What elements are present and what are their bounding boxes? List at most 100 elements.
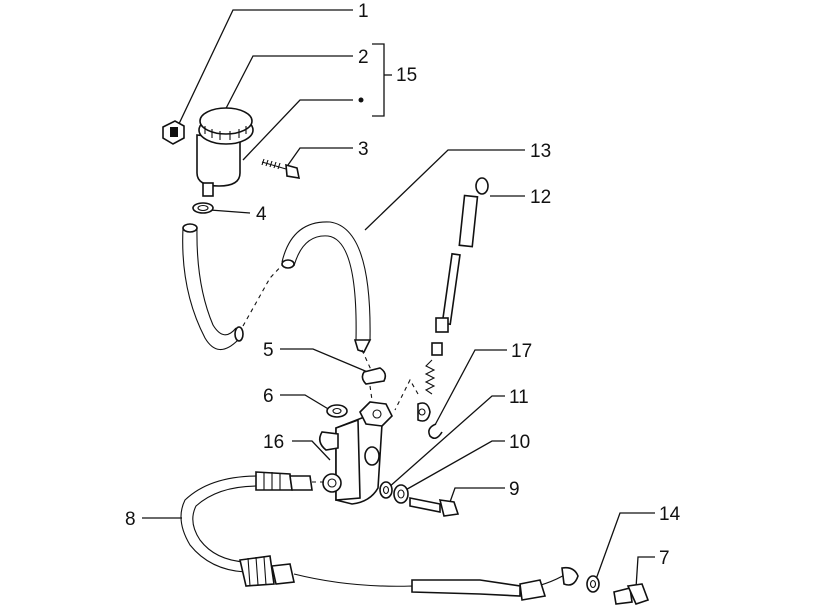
- callout-2: 2: [358, 47, 369, 68]
- leader-line-15-bracket: [372, 43, 385, 117]
- callout-13: 13: [530, 141, 551, 162]
- hose-13-bottom-end: [353, 339, 372, 353]
- washer-11: [379, 481, 393, 499]
- callout-11: 11: [509, 387, 529, 408]
- reservoir-hose: [182, 223, 286, 351]
- hose-end-top: [182, 223, 198, 233]
- reservoir-hose-outer: [182, 227, 239, 351]
- master-cylinder-port: [322, 473, 342, 493]
- callout-3: 3: [358, 139, 369, 160]
- leader-line-4: [209, 209, 251, 214]
- push-rod-spring: [424, 359, 436, 395]
- fitting-body: [361, 367, 387, 385]
- push-rod-fork-hole: [418, 408, 426, 416]
- brake-hose-nut-bottom: [271, 563, 295, 585]
- callout-1: 1: [358, 1, 369, 22]
- reservoir-hose-inner: [196, 227, 237, 336]
- washer-14-outer: [586, 575, 600, 593]
- callout-4: 4: [256, 204, 267, 225]
- bolt-head: [438, 499, 460, 517]
- push-rod-shaft: [441, 252, 461, 326]
- callout-15-dot: [358, 97, 364, 103]
- hose-end-bottom: [234, 326, 244, 342]
- brake-hose-nut-top: [289, 475, 313, 491]
- callout-6: 6: [263, 386, 274, 407]
- callout-7: 7: [659, 548, 670, 569]
- washer-14: [586, 575, 600, 593]
- leader-line-6: [280, 394, 331, 411]
- leader-line-15-dot: [242, 99, 353, 161]
- c-clip: [428, 423, 443, 440]
- master-cylinder-elbow: [318, 431, 339, 451]
- push-rod-nut-1: [435, 317, 449, 333]
- fitting-ribs-bottom: [247, 556, 267, 587]
- cylinder-dashed: [369, 385, 373, 401]
- lug-hole: [372, 409, 382, 419]
- master-cylinder-top-lug: [359, 401, 393, 427]
- reservoir-cap-top: [199, 107, 253, 135]
- push-rod-dashed: [394, 378, 419, 411]
- screw-head: [285, 163, 301, 179]
- hose-13-inner: [293, 235, 357, 341]
- brake-hose-sleeve: [411, 579, 521, 597]
- leader-line-3: [287, 147, 353, 166]
- leader-line-1: [176, 9, 353, 129]
- leader-line-2: [219, 55, 353, 121]
- brake-hose-caliper-end: [561, 566, 579, 586]
- brake-hose-sleeve-end: [519, 579, 547, 601]
- leader-line-7: [635, 556, 655, 589]
- callout-12: 12: [530, 187, 551, 208]
- washer-10: [393, 484, 409, 504]
- push-rod-top: [475, 177, 489, 195]
- callout-8: 8: [125, 509, 136, 530]
- callout-9: 9: [509, 479, 520, 500]
- reservoir-cap-ribs: [204, 126, 247, 140]
- clamp-inner: [197, 204, 209, 212]
- washers-10-11: [379, 481, 409, 504]
- brake-hose-end-fitting-top: [255, 471, 293, 491]
- callout-5: 5: [263, 340, 274, 361]
- reservoir-clip-slot: [170, 127, 178, 137]
- brake-hose-outer: [180, 475, 259, 573]
- washer-10-inner: [397, 489, 405, 499]
- callout-10: 10: [509, 432, 530, 453]
- washer-11-inner: [382, 485, 390, 495]
- hose-dashed-path: [242, 261, 286, 327]
- callout-17: 17: [511, 341, 532, 362]
- banjo-bolt: [409, 497, 460, 517]
- push-rod: [394, 177, 489, 422]
- callout-15: 15: [396, 65, 417, 86]
- callout-16: 16: [263, 432, 284, 453]
- hose-fitting: [361, 367, 387, 385]
- leader-line-17: [434, 349, 507, 426]
- clamp-ring: [192, 202, 214, 214]
- leader-line-13: [364, 149, 525, 231]
- screw-thread: [261, 158, 287, 170]
- leader-line-5: [280, 348, 371, 374]
- washer-14-inner: [589, 579, 597, 589]
- brake-hose-inner: [192, 485, 259, 563]
- washer-6-outer: [326, 404, 348, 418]
- master-cylinder-outlet: [364, 446, 380, 466]
- fitting-ribs-top: [263, 472, 281, 490]
- leader-line-11: [387, 395, 505, 489]
- hose-13-dashed: [361, 349, 373, 373]
- bolt-7-shank: [613, 587, 633, 605]
- reservoir-nozzle: [202, 182, 214, 197]
- brake-hose: [180, 471, 579, 601]
- master-cylinder: [318, 385, 393, 505]
- callout-14: 14: [659, 504, 681, 525]
- leader-lines: [142, 9, 655, 589]
- hose-13-end: [281, 259, 295, 269]
- brake-fluid-reservoir: [162, 107, 254, 197]
- washer-6-inner: [332, 407, 342, 415]
- bolt-7: [613, 583, 650, 605]
- hose-13-outer: [281, 221, 371, 341]
- push-rod-nut-2: [431, 342, 443, 356]
- sealing-washer-6: [326, 404, 348, 418]
- callout-labels: 1 2 15 3 13 12 4 5 17 6 11 16 10 9 8 14 …: [125, 1, 681, 569]
- hose-13: [281, 221, 373, 373]
- reservoir-body: [196, 134, 241, 187]
- reservoir-screw: [261, 158, 301, 179]
